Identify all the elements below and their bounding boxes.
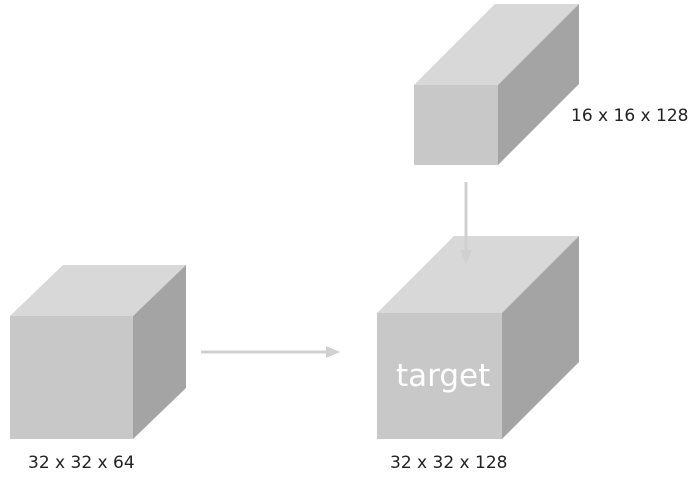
target-block-top-face bbox=[377, 236, 579, 313]
input-block bbox=[10, 265, 186, 439]
target-block bbox=[377, 236, 579, 439]
skip-block-side-face bbox=[498, 4, 579, 165]
input-block-dims-label: 32 x 32 x 64 bbox=[28, 453, 135, 473]
input-block-side-face bbox=[133, 265, 186, 439]
skip-block-top-face bbox=[414, 4, 579, 85]
skip-block-dims-label: 16 x 16 x 128 bbox=[571, 106, 689, 126]
target-block-name-label: target bbox=[396, 358, 491, 394]
input-block-front-face bbox=[10, 316, 133, 439]
target-block-side-face bbox=[502, 236, 579, 439]
target-block-dims-label: 32 x 32 x 128 bbox=[390, 453, 508, 473]
skip-block bbox=[414, 4, 579, 165]
horizontal-arrow bbox=[201, 346, 340, 358]
skip-block-front-face bbox=[414, 85, 498, 165]
input-block-top-face bbox=[10, 265, 186, 316]
target-block-front-face bbox=[377, 313, 502, 439]
vertical-arrow bbox=[460, 182, 472, 264]
